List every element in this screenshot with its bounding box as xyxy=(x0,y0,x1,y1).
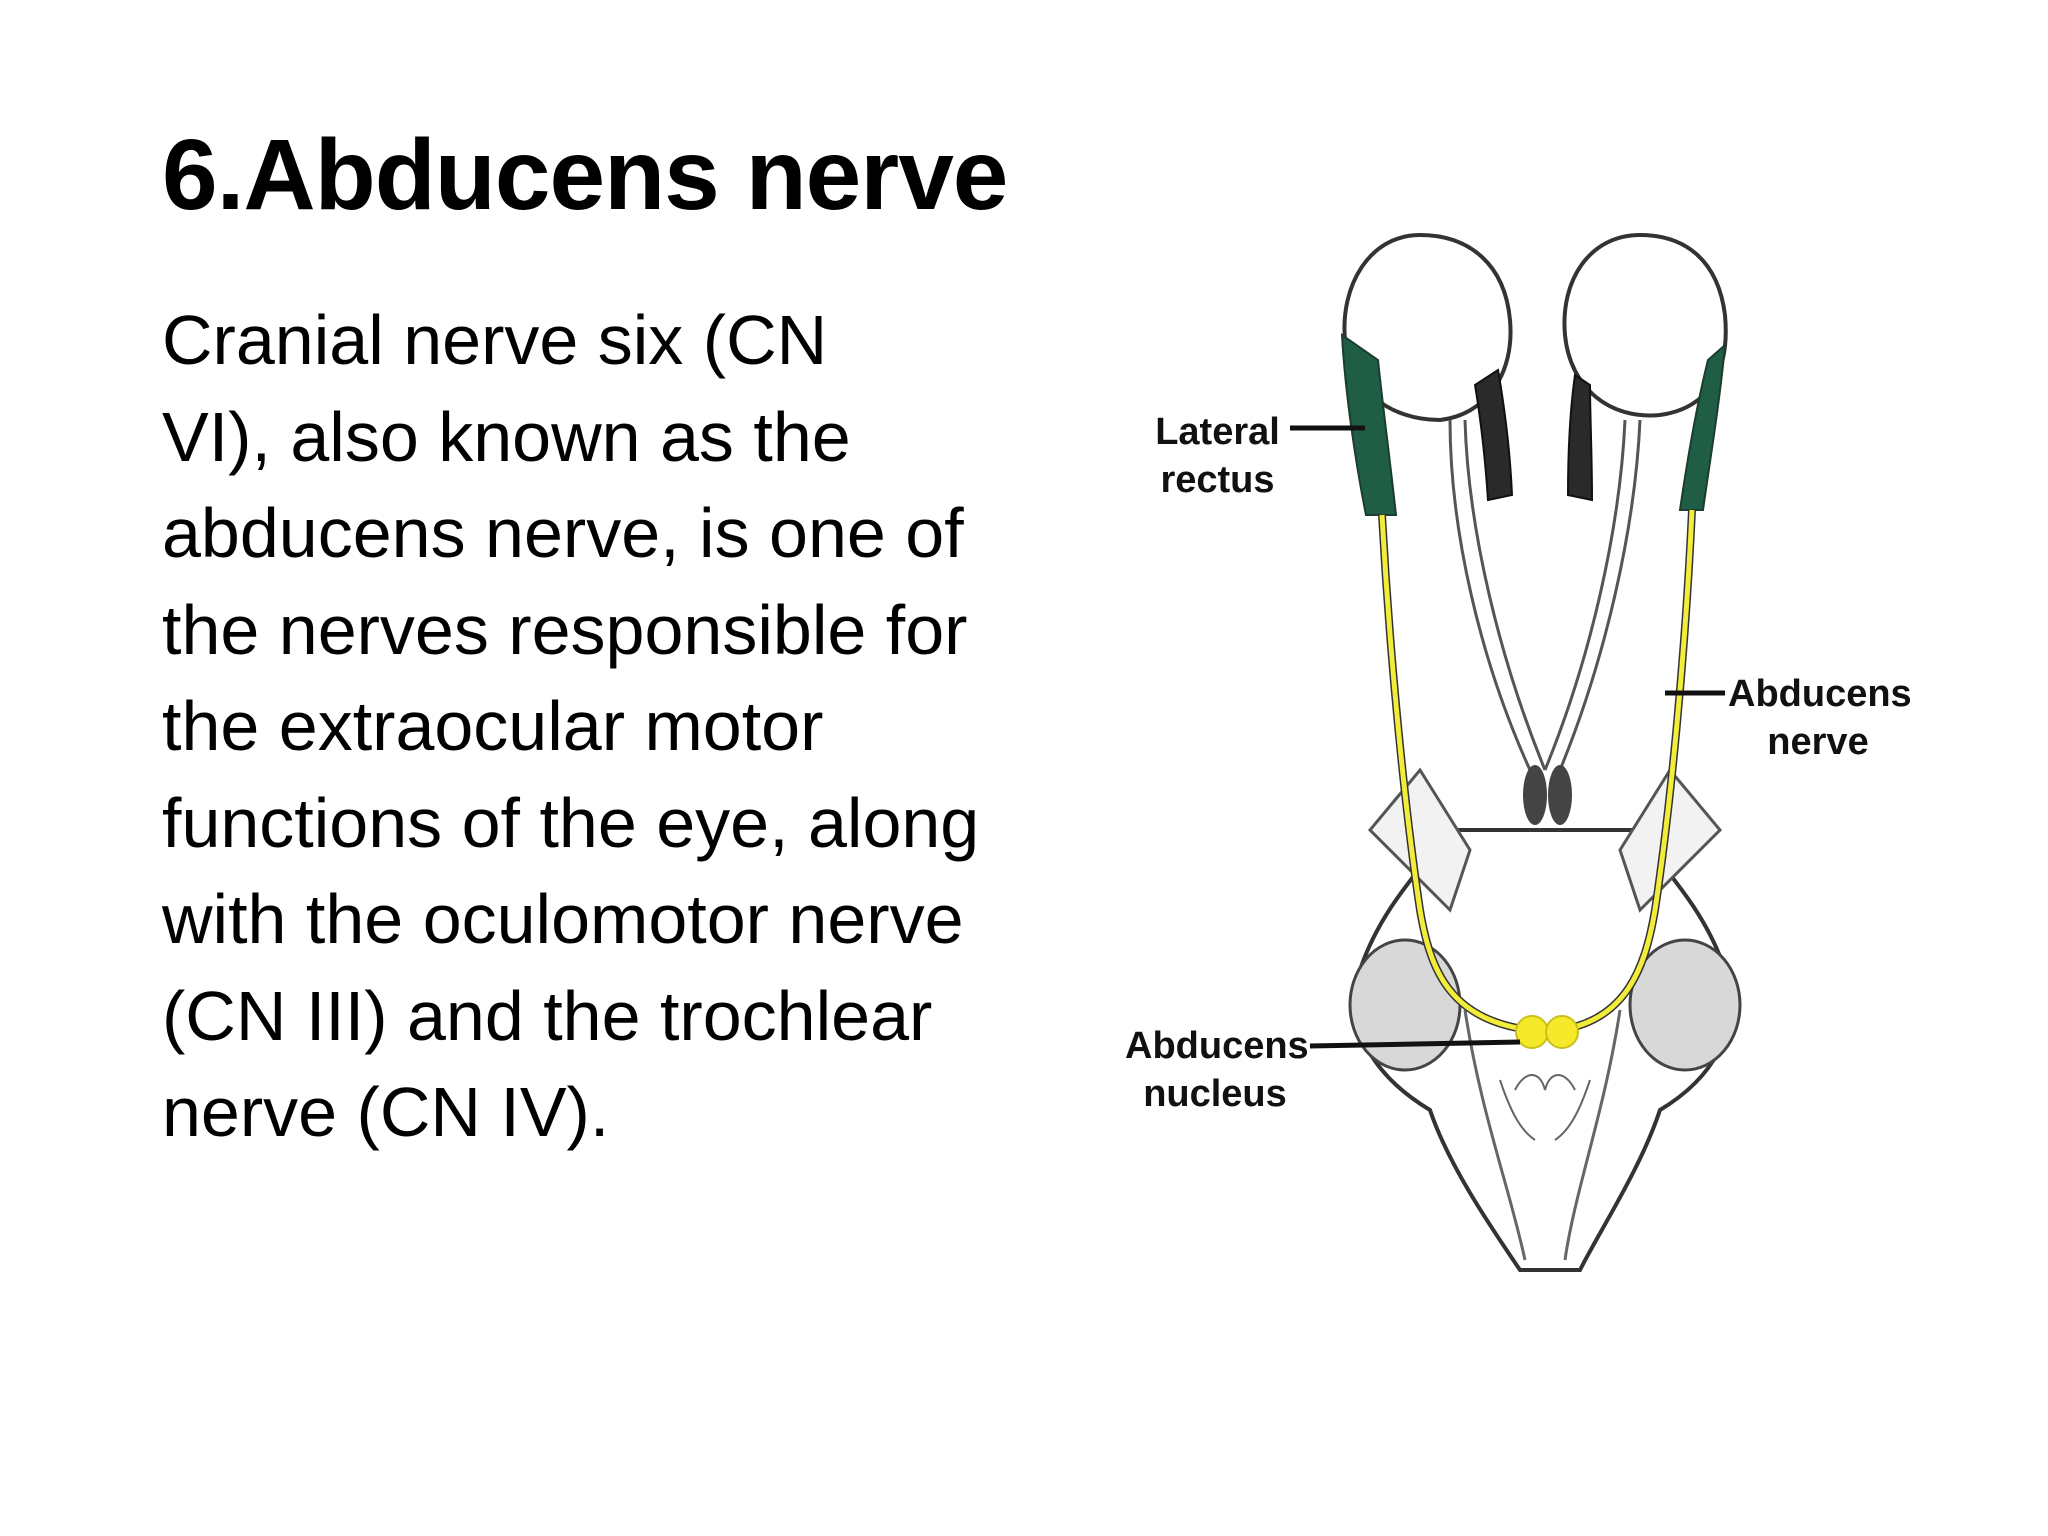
body-line: the nerves responsible for xyxy=(162,590,968,669)
body-line: (CN III) and the trochlear xyxy=(162,976,933,1055)
body-line: the extraocular motor xyxy=(162,687,824,765)
label-line: nerve xyxy=(1767,721,1869,763)
right-eyeball xyxy=(1562,232,1728,418)
label-line: Abducens xyxy=(1728,673,1912,715)
left-medial-rectus-muscle xyxy=(1473,368,1514,502)
abducens-nerve-label: Abducens nerve xyxy=(1728,670,1912,766)
label-line: Lateral xyxy=(1155,411,1280,453)
abducens-nucleus-leader-line xyxy=(1309,1039,1521,1049)
left-lateral-rectus-muscle xyxy=(1340,333,1398,516)
body-line: functions of the eye, along xyxy=(162,783,980,862)
label-line: rectus xyxy=(1160,459,1275,501)
body-line: with the oculomotor nerve xyxy=(162,880,964,958)
label-line: nucleus xyxy=(1143,1073,1287,1115)
body-line: nerve (CN IV). xyxy=(162,1073,610,1151)
right-lateral-rectus-muscle xyxy=(1678,342,1727,511)
body-line: Cranial nerve six (CN xyxy=(162,301,828,379)
abducens-nucleus-label: Abducens nucleus xyxy=(1125,1022,1309,1118)
lateral-rectus-label: Lateral rectus xyxy=(1140,408,1295,504)
right-abducens-nucleus xyxy=(1545,1015,1579,1049)
anatomy-illustration xyxy=(1290,232,1742,1272)
left-abducens-nucleus xyxy=(1515,1015,1549,1049)
body-line: abducens nerve, is one of xyxy=(162,494,964,572)
left-eyeball xyxy=(1342,232,1513,423)
body-line: VI), also known as the xyxy=(162,397,851,476)
slide-body-text: Cranial nerve six (CN VI), also known as… xyxy=(162,292,1062,1161)
right-medial-rectus-muscle xyxy=(1566,373,1594,502)
label-line: Abducens xyxy=(1125,1025,1309,1067)
slide-title: 6.Abducens nerve xyxy=(162,119,1008,231)
abducens-nerve-diagram: Lateral rectus Abducens nerve Abducens n… xyxy=(1120,210,1940,1310)
